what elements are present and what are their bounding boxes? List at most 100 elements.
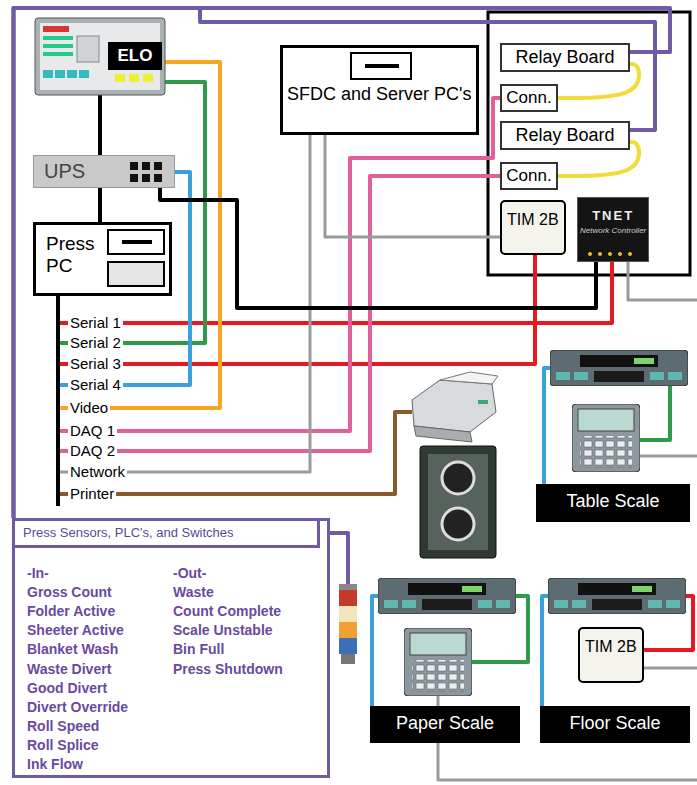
stack-light	[341, 654, 355, 664]
node-graphic	[67, 70, 77, 78]
printer-icon	[440, 372, 498, 384]
connectors	[14, 8, 671, 518]
scale-name: Floor Scale	[540, 706, 690, 743]
printer-icon	[478, 400, 488, 404]
node-text: Press Shutdown	[173, 661, 283, 677]
printer-icon	[412, 380, 496, 432]
stack-light	[339, 606, 357, 622]
control-panel	[442, 462, 474, 494]
node-text: Divert Override	[27, 699, 128, 715]
node-text: Ink Flow	[27, 756, 83, 772]
scale-name: Table Scale	[536, 484, 690, 522]
node-graphic	[108, 230, 164, 254]
node-graphic	[43, 44, 73, 48]
node-text: Blanket Wash	[27, 641, 118, 657]
node-text: Good Divert	[27, 680, 107, 696]
stack-light	[339, 590, 357, 606]
signal-name: Printer	[68, 485, 116, 503]
node-graphic	[55, 70, 65, 78]
printer-icon	[414, 426, 472, 442]
scale-wire	[640, 386, 670, 440]
scale-indicator	[378, 350, 688, 614]
node-graphic	[618, 252, 622, 256]
node-text: Floor Scale	[548, 706, 682, 740]
node-graphic	[43, 52, 73, 56]
node-text: Table Scale	[544, 484, 682, 518]
scale-wire	[640, 455, 697, 458]
wire	[58, 176, 500, 451]
node-graphic	[35, 18, 165, 95]
scale-wire	[640, 667, 697, 670]
node-graphic	[115, 74, 125, 82]
node-text: Waste	[173, 584, 214, 600]
io-list-heading: Press Sensors, PLC's, and Switches	[12, 518, 320, 548]
node-graphic	[351, 53, 411, 79]
computer-box: Press PC	[33, 222, 172, 296]
node-graphic	[43, 36, 73, 40]
node-text: Network Controller	[580, 226, 646, 235]
scale-terminal	[572, 404, 640, 472]
node-text: Roll Speed	[27, 718, 99, 734]
node-graphic	[43, 26, 69, 32]
scale-wire	[628, 262, 697, 300]
node-text: TIM 2B	[585, 637, 637, 656]
node-text: Bin Full	[173, 641, 224, 657]
node-graphic	[122, 240, 152, 244]
node-text: ELO	[108, 42, 162, 70]
signal-name: Network	[68, 463, 127, 481]
stack-light	[339, 584, 357, 664]
node-text: -Out-	[173, 565, 206, 581]
wire	[58, 262, 612, 323]
scale-name: Paper Scale	[370, 706, 520, 743]
node-text: TIM 2B	[507, 210, 559, 229]
node-graphic	[608, 252, 612, 256]
node-graphic	[365, 64, 399, 68]
wire	[98, 188, 102, 222]
wire	[58, 98, 500, 431]
node-graphic	[130, 174, 138, 182]
node-graphic	[79, 70, 89, 78]
node-graphic	[77, 36, 99, 62]
server-box: SFDC and Server PC's	[280, 45, 479, 135]
control-panel	[428, 454, 488, 550]
control-panel	[420, 446, 496, 558]
node-graphic	[130, 162, 138, 170]
relay-board: Relay Board	[500, 43, 630, 72]
scale-indicator	[378, 578, 516, 614]
scale-terminal	[404, 404, 640, 696]
connector-box: Conn.	[500, 84, 558, 112]
signal-name: Serial 4	[68, 376, 123, 394]
node-text: SFDC and Server PC's	[287, 84, 472, 105]
scale-wire	[544, 368, 550, 484]
signal-name: Video	[68, 399, 110, 417]
interface-module: TIM 2B	[578, 627, 644, 683]
wire	[325, 135, 500, 237]
node-graphic	[598, 252, 602, 256]
relay-board: Relay Board	[500, 121, 630, 150]
node-text: Scale Unstable	[173, 622, 273, 638]
node-graphic	[628, 252, 632, 256]
node-text: UPS	[44, 156, 174, 187]
node-graphic	[154, 162, 162, 170]
node-graphic	[108, 262, 164, 286]
node-text: Conn.	[506, 164, 552, 188]
wire	[58, 82, 205, 343]
wire	[98, 95, 102, 155]
node-text: Roll Splice	[27, 737, 99, 753]
node-text: Relay Board	[508, 45, 622, 69]
scale-wire	[640, 596, 693, 650]
node-graphic	[43, 70, 53, 78]
node-text: Waste Divert	[27, 661, 111, 677]
scale-wire	[372, 596, 378, 706]
node-text: Paper Scale	[378, 706, 512, 740]
scale-wire	[472, 596, 528, 662]
node-text: Sheeter Active	[27, 622, 124, 638]
signal-name: Serial 1	[68, 314, 123, 332]
network-controller: TNETNetwork Controller	[577, 197, 649, 262]
node-text: Gross Count	[27, 584, 112, 600]
wire	[160, 188, 596, 308]
control-panel	[442, 508, 474, 540]
node-graphic	[129, 74, 139, 82]
signal-bus	[58, 296, 59, 506]
